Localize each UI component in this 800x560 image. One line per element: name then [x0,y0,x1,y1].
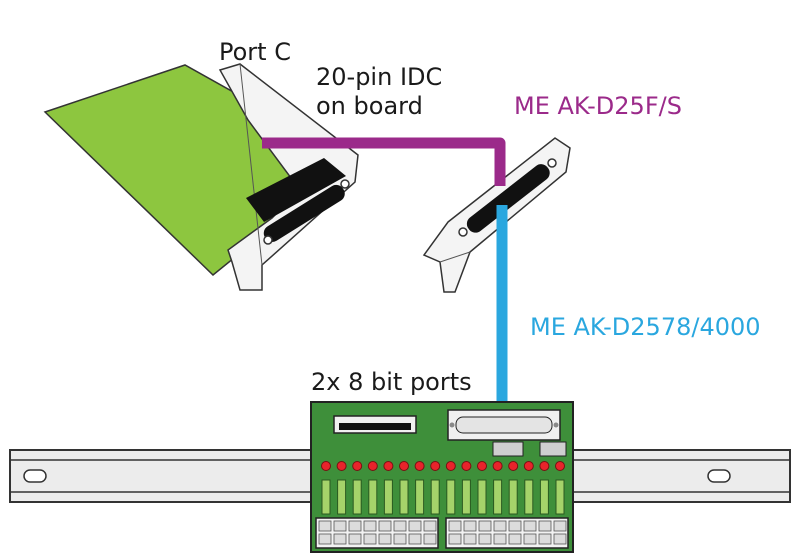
terminal-pin [477,479,487,515]
screw-terminal [463,520,477,532]
screw-terminal [448,533,462,545]
d-sub-connector-board [246,158,346,222]
idc-label-line2: on board [316,92,423,120]
screw-terminal [348,533,362,545]
screw-terminal [363,533,377,545]
led [367,461,378,471]
port-label: Port C [219,38,291,66]
led-row [321,461,565,471]
screw-terminal [448,520,462,532]
led [383,461,394,471]
screw-terminal [408,533,422,545]
terminal-pin [399,479,409,515]
screw-terminal [318,520,332,532]
screw-terminal [508,520,522,532]
screw-terminal [538,520,552,532]
screw-terminal [553,520,567,532]
led [414,461,425,471]
screw-terminal [393,520,407,532]
terminal-pin [430,479,440,515]
led [477,461,487,471]
pin-row [321,479,565,515]
screw-terminal [423,520,437,532]
screw-terminal [408,520,422,532]
led [352,461,363,471]
screw-terminal [493,533,507,545]
terminal-board [310,401,574,553]
ic-chip [492,441,524,457]
terminal-row [315,517,569,549]
led [461,461,472,471]
terminal-pin [368,479,378,515]
terminal-pin [524,479,534,515]
terminal-pin [383,479,393,515]
terminal-pin [415,479,425,515]
screw-terminal [508,533,522,545]
terminal-pin [539,479,549,515]
led [399,461,409,471]
led [336,461,347,471]
led [492,461,503,471]
terminal-pin [461,479,471,515]
rail-slot-left [23,469,47,483]
led [430,461,441,471]
screw-terminal [553,533,567,545]
screw-terminal [378,533,392,545]
idc-label-line1: 20-pin IDC [316,63,443,91]
screw-terminal [463,533,477,545]
terminal-pin [446,479,456,515]
led [321,461,331,471]
terminal-pin [321,479,331,515]
led [508,461,519,471]
screw-terminal [538,533,552,545]
rail-slot-right [707,469,731,483]
led [523,461,534,471]
led [539,461,550,471]
screw-terminal [333,533,347,545]
pci-card [43,63,359,291]
screw-terminal [378,520,392,532]
purple-cable [262,137,506,186]
screw-terminal [333,520,347,532]
terminal-pin [508,479,518,515]
led [445,461,456,471]
ports-label: 2x 8 bit ports [311,368,472,396]
screw-terminal [523,533,537,545]
terminal-pin [555,479,565,515]
led [555,461,565,471]
ic-chip [539,441,567,457]
terminal-pin [493,479,503,515]
terminal-pin [337,479,347,515]
d-sub-connector-bracket [263,184,345,242]
screw-terminal [318,533,332,545]
screw-terminal [423,533,437,545]
cable-label: ME AK-D2578/4000 [530,313,761,341]
screw-terminal [478,520,492,532]
screw-terminal [523,520,537,532]
screw-terminal [363,520,377,532]
screw-terminal [493,520,507,532]
screw-terminal [478,533,492,545]
terminal-pin [352,479,362,515]
slot-bracket-label: ME AK-D25F/S [514,92,682,120]
d-sub-connector-slot [466,164,550,233]
screw-terminal [393,533,407,545]
screw-terminal [348,520,362,532]
